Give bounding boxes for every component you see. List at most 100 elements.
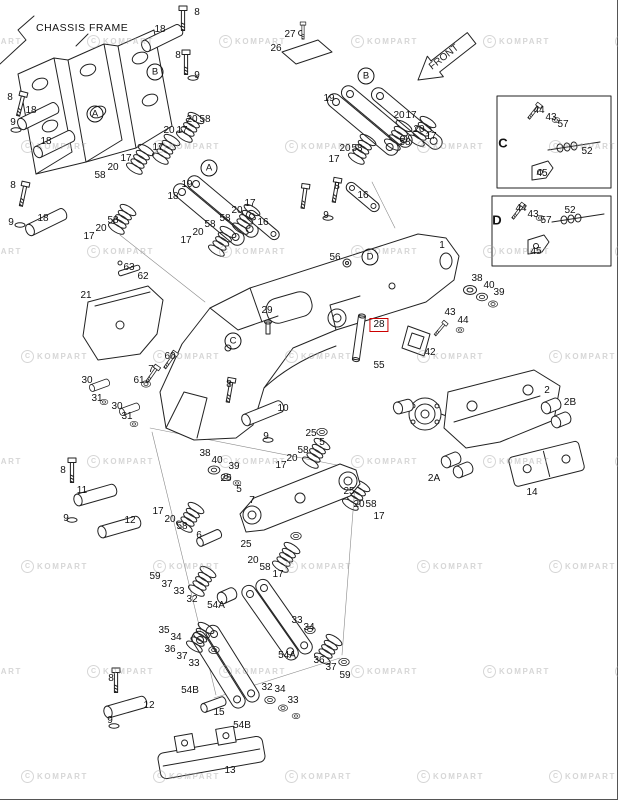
ref-circle-b: B — [146, 63, 164, 81]
part-callout-20: 20 — [186, 114, 198, 125]
page-title: CHASSIS FRAME — [36, 22, 128, 34]
pin-29 — [264, 319, 272, 335]
part-callout-25: 25 — [220, 473, 232, 484]
pins-group — [15, 22, 366, 720]
part-callout-30: 30 — [81, 375, 93, 386]
part-callout-2: 2 — [544, 385, 550, 396]
part-callout-36: 36 — [164, 644, 176, 655]
part-callout-21: 21 — [80, 290, 92, 301]
part-callout-58: 58 — [219, 213, 231, 224]
part-callout-20: 20 — [339, 143, 351, 154]
part-callout-11: 11 — [76, 485, 88, 496]
part-callout-62: 62 — [137, 271, 149, 282]
part-callout-37: 37 — [176, 651, 188, 662]
part-callout-30: 30 — [111, 401, 123, 412]
part-callout-34: 34 — [170, 632, 182, 643]
detail-box-label-c: C — [498, 135, 508, 151]
part-callout-20: 20 — [413, 124, 425, 135]
part-callout-1: 1 — [439, 240, 445, 251]
foot-13 — [157, 725, 266, 780]
part-callout-40: 40 — [211, 455, 223, 466]
part-callout-18: 18 — [154, 24, 166, 35]
washers-group — [10, 75, 334, 729]
part-callout-57: 57 — [540, 215, 552, 226]
bracket-21 — [82, 260, 164, 361]
part-callout-39: 39 — [228, 461, 240, 472]
plate-14 — [508, 440, 585, 487]
part-callout-38: 38 — [199, 448, 211, 459]
part-callout-29: 29 — [261, 305, 273, 316]
part-callout-59: 59 — [339, 670, 351, 681]
part-callout-20: 20 — [163, 125, 175, 136]
part-callout-54b: 54B — [181, 685, 199, 696]
part-callout-25: 25 — [305, 428, 317, 439]
part-callout-38: 38 — [471, 273, 483, 284]
part-callout-17: 17 — [83, 231, 95, 242]
part-callout-18: 18 — [40, 136, 52, 147]
part-callout-27: 27 — [284, 29, 296, 40]
part-callout-2a: 2A — [427, 473, 441, 484]
part-callout-54a: 54A — [207, 600, 225, 611]
part-callout-18: 18 — [167, 191, 179, 202]
ref-circle-b: B — [357, 67, 375, 85]
part-callout-58: 58 — [107, 215, 119, 226]
part-callout-17: 17 — [328, 154, 340, 165]
part-callout-43: 43 — [545, 112, 557, 123]
part-callout-17: 17 — [120, 153, 132, 164]
part-callout-20: 20 — [286, 453, 298, 464]
u-clamp-42 — [401, 325, 431, 357]
part-callout-43: 43 — [527, 209, 539, 220]
part-callout-19: 19 — [323, 93, 335, 104]
part-callout-42: 42 — [424, 347, 436, 358]
part-callout-8: 8 — [175, 50, 181, 61]
links-group — [170, 82, 446, 712]
part-callout-20: 20 — [164, 514, 176, 525]
part-callout-20: 20 — [95, 223, 107, 234]
cover-plate-26 — [281, 30, 333, 65]
part-callout-32: 32 — [186, 594, 198, 605]
part-callout-58: 58 — [297, 445, 309, 456]
part-callout-59: 59 — [149, 571, 161, 582]
part-callout-37: 37 — [161, 579, 173, 590]
part-callout-16: 16 — [357, 190, 369, 201]
part-callout-60: 60 — [164, 351, 176, 362]
part-callout-33: 33 — [291, 615, 303, 626]
part-callout-33: 33 — [188, 658, 200, 669]
part-callout-8: 8 — [60, 465, 66, 476]
part-callout-40: 40 — [483, 280, 495, 291]
part-callout-14: 14 — [526, 487, 538, 498]
part-callout-43: 43 — [444, 307, 456, 318]
link-16 — [345, 181, 380, 213]
link-16 — [245, 209, 280, 241]
part-callout-44: 44 — [515, 203, 527, 214]
part-callout-37: 37 — [325, 662, 337, 673]
part-callout-58: 58 — [199, 114, 211, 125]
part-callout-17: 17 — [373, 511, 385, 522]
part-callout-5: 5 — [319, 437, 325, 448]
detail-box-d — [491, 195, 612, 267]
part-callout-58: 58 — [204, 219, 216, 230]
part-callout-9: 9 — [107, 715, 113, 726]
ref-circle-a: A — [86, 105, 104, 123]
main-frame-part1 — [159, 233, 460, 441]
part-callout-18: 18 — [25, 105, 37, 116]
part-callout-17: 17 — [405, 110, 417, 121]
ref-circle-d: D — [361, 248, 379, 266]
part-callout-57: 57 — [557, 119, 569, 130]
part-callout-58: 58 — [176, 521, 188, 532]
part-callout-9: 9 — [323, 210, 329, 221]
part-callout-63: 63 — [123, 262, 135, 273]
part-callout-31: 31 — [91, 393, 103, 404]
part-callout-8: 8 — [10, 180, 16, 191]
part-callout-33: 33 — [173, 586, 185, 597]
part-callout-58: 58 — [399, 137, 411, 148]
part-callout-5: 5 — [236, 484, 242, 495]
part-callout-19: 19 — [181, 179, 193, 190]
part-callout-55: 55 — [373, 360, 385, 371]
part-callout-7: 7 — [148, 364, 154, 375]
part-callout-44: 44 — [457, 315, 469, 326]
part-callout-31: 31 — [121, 411, 133, 422]
part-callout-6: 6 — [196, 530, 202, 541]
